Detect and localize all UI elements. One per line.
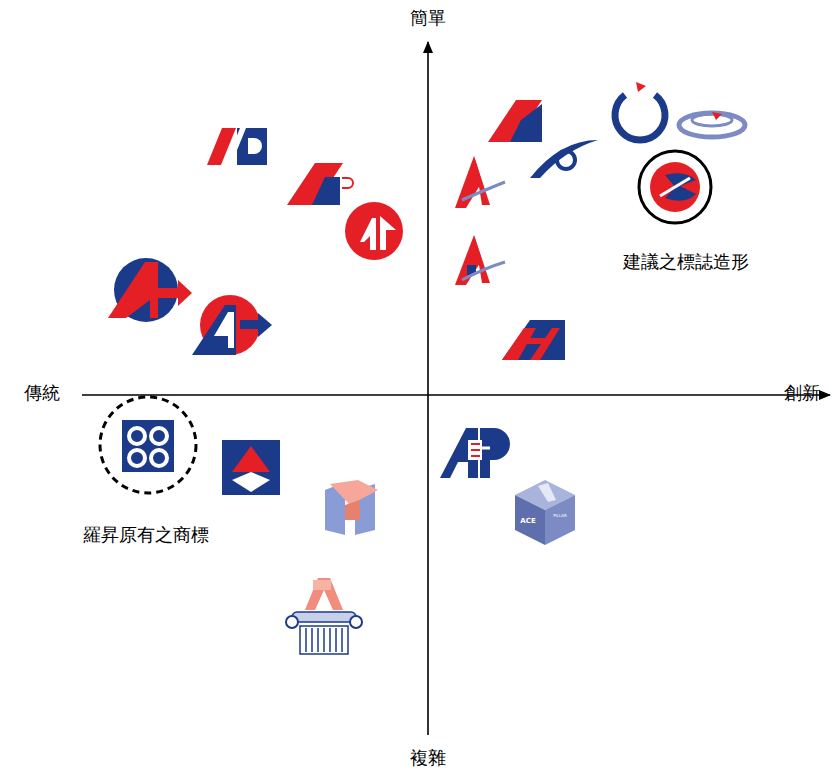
logo-blue-circle-arrow [108,258,192,322]
logo-text: ACE [520,518,535,526]
logo-red-a [455,156,505,208]
logo-plug [287,163,353,205]
logo-aep [440,428,510,478]
proposed-logo [639,151,711,223]
logo-red-a-cube [455,235,505,285]
axis-vertical [427,42,429,735]
logo-3d-m [325,480,378,535]
axis-horizontal [82,394,830,396]
logo-h [502,320,565,360]
logo-red-circle [345,202,403,260]
axis-label: 簡單 [410,8,446,28]
logo-column [286,578,362,654]
axis-label: 傳統 [24,383,60,403]
logo-orbit [615,82,745,140]
logo-ap [207,128,267,165]
logo-swoosh [530,140,598,178]
axis-label: 複雜 [410,748,446,768]
original-trademark [100,397,196,493]
logo-ace-pillar [515,480,575,545]
annotation: 羅昇原有之商標 [83,525,209,545]
logo-house [222,440,280,495]
logo-parallelogram [488,100,542,142]
axis-label: 創新 [784,383,820,403]
logo-text: PILLAR [553,514,567,518]
annotation: 建議之標誌造形 [623,252,749,272]
logo-red-circle-arrow [192,295,272,355]
